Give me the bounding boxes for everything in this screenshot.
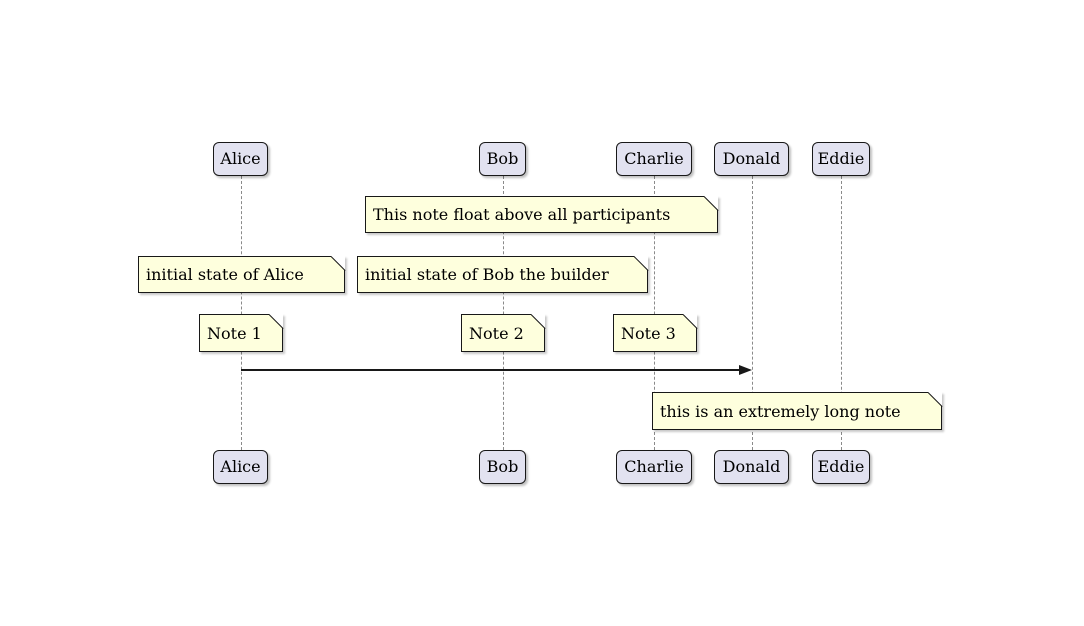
participant-eddie-top: Eddie bbox=[812, 142, 870, 176]
note-text: initial state of Alice bbox=[146, 265, 304, 284]
note-text: Note 1 bbox=[207, 323, 262, 343]
note-initial-alice: initial state of Alice bbox=[138, 256, 345, 293]
message-line bbox=[241, 369, 740, 371]
note-text: This note float above all participants bbox=[373, 205, 671, 224]
lifeline-charlie bbox=[654, 176, 655, 450]
participant-donald-bottom: Donald bbox=[714, 450, 789, 484]
note-text: Note 3 bbox=[621, 323, 676, 343]
lifeline-eddie bbox=[841, 176, 842, 450]
note-3: Note 3 bbox=[613, 314, 697, 352]
arrowhead-icon bbox=[739, 365, 752, 375]
participant-alice-top: Alice bbox=[213, 142, 268, 176]
lifeline-alice bbox=[240, 176, 242, 450]
participant-eddie-bottom: Eddie bbox=[812, 450, 870, 484]
note-text: Note 2 bbox=[469, 323, 524, 343]
note-text: this is an extremely long note bbox=[660, 401, 901, 421]
participant-bob-top: Bob bbox=[479, 142, 526, 176]
participant-bob-bottom: Bob bbox=[479, 450, 526, 484]
participant-donald-top: Donald bbox=[714, 142, 789, 176]
note-text: initial state of Bob the builder bbox=[365, 265, 609, 284]
participant-charlie-bottom: Charlie bbox=[616, 450, 692, 484]
lifeline-bob bbox=[502, 176, 504, 450]
participant-alice-bottom: Alice bbox=[213, 450, 268, 484]
note-2: Note 2 bbox=[461, 314, 545, 352]
participant-charlie-top: Charlie bbox=[616, 142, 692, 176]
note-floating: This note float above all participants bbox=[365, 196, 718, 233]
note-1: Note 1 bbox=[199, 314, 283, 352]
lifeline-donald bbox=[751, 176, 753, 450]
note-long: this is an extremely long note bbox=[652, 392, 942, 430]
note-initial-bob: initial state of Bob the builder bbox=[357, 256, 648, 293]
